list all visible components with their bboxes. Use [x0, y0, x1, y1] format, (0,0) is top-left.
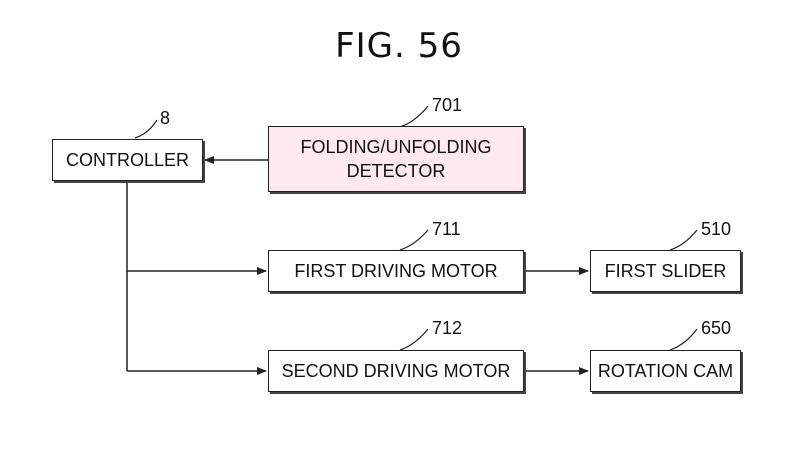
second-driving-motor-label: SECOND DRIVING MOTOR — [281, 361, 511, 381]
ref-number-detector: 701 — [432, 95, 463, 115]
first-driving-motor-label: FIRST DRIVING MOTOR — [294, 261, 498, 281]
ref-number-first-motor: 711 — [432, 219, 461, 239]
ref-number-cam: 650 — [701, 318, 732, 338]
first-slider-label: FIRST SLIDER — [604, 261, 727, 281]
controller-label: CONTROLLER — [65, 150, 190, 170]
controller-block: CONTROLLER — [52, 139, 203, 181]
detector-label: FOLDING/UNFOLDING DETECTOR — [300, 137, 492, 181]
ref-number-controller: 8 — [160, 108, 171, 128]
figure-title: FIG. 56 — [335, 26, 463, 66]
leader-line-712 — [399, 328, 429, 351]
second-driving-motor-block: SECOND DRIVING MOTOR — [268, 350, 524, 392]
leader-line-8 — [134, 119, 158, 139]
rotation-cam-block: ROTATION CAM — [590, 350, 741, 392]
leader-line-650 — [669, 328, 698, 351]
ref-number-slider: 510 — [701, 219, 732, 239]
ref-number-second-motor: 712 — [432, 318, 463, 338]
first-slider-block: FIRST SLIDER — [590, 250, 741, 292]
leader-line-510 — [669, 229, 698, 251]
first-driving-motor-block: FIRST DRIVING MOTOR — [268, 250, 524, 292]
leader-line-711 — [399, 229, 429, 251]
leader-line-701 — [399, 105, 429, 128]
folding-unfolding-detector-block: FOLDING/UNFOLDING DETECTOR — [268, 126, 524, 192]
rotation-cam-label: ROTATION CAM — [597, 361, 734, 381]
